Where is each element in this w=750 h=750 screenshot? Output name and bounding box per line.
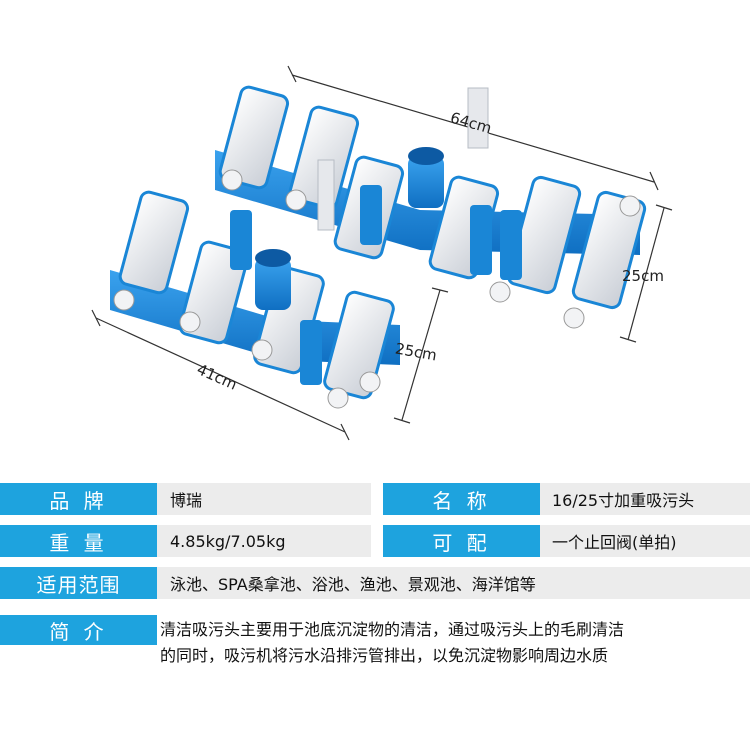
accessory-value: 一个止回阀(单拍) — [552, 533, 677, 552]
spec-row-weight: 重 量 4.85kg/7.05kg 可 配 一个止回阀(单拍) — [0, 525, 750, 557]
brand-label: 品 牌 — [0, 483, 157, 515]
small-vacuum-head — [110, 159, 400, 409]
accessory-label: 可 配 — [383, 525, 540, 557]
product-image: 64cm 25cm 25cm 41cm — [91, 65, 673, 441]
intro-line-1: 清洁吸污头主要用于池底沉淀物的清洁，通过吸污头上的毛刷清洁 — [160, 620, 625, 639]
scope-label: 适用范围 — [0, 567, 157, 599]
dimension-right-label: 25cm — [622, 267, 664, 285]
weight-value: 4.85kg/7.05kg — [170, 531, 286, 551]
name-value: 16/25寸加重吸污头 — [552, 491, 695, 510]
intro-text: 清洁吸污头主要用于池底沉淀物的清洁，通过吸污头上的毛刷清洁 的同时，吸污机将污水… — [160, 617, 750, 669]
scope-value: 泳池、SPA桑拿池、浴池、渔池、景观池、海洋馆等 — [170, 575, 536, 594]
spec-row-brand: 品 牌 博瑞 名 称 16/25寸加重吸污头 — [0, 483, 750, 515]
large-vacuum-head — [215, 85, 647, 329]
weight-label: 重 量 — [0, 525, 157, 557]
brand-value: 博瑞 — [170, 491, 203, 510]
vacuum-head-illustration — [91, 65, 673, 441]
spec-row-scope: 适用范围 泳池、SPA桑拿池、浴池、渔池、景观池、海洋馆等 — [0, 567, 750, 599]
intro-line-2: 的同时，吸污机将污水沿排污管排出，以免沉淀物影响周边水质 — [160, 646, 609, 665]
name-label: 名 称 — [383, 483, 540, 515]
intro-label: 简 介 — [0, 615, 157, 645]
spec-row-intro: 简 介 清洁吸污头主要用于池底沉淀物的清洁，通过吸污头上的毛刷清洁 的同时，吸污… — [0, 615, 750, 675]
